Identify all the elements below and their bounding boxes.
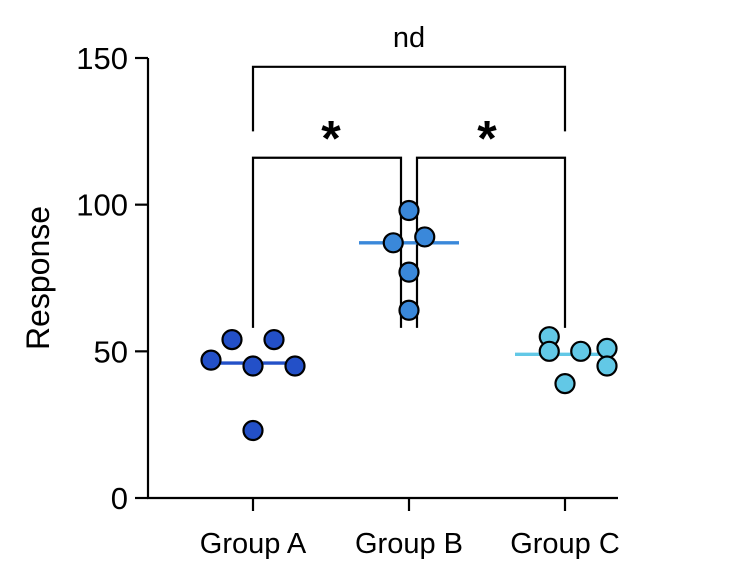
axes: 0 50 100 150 Group A Group B Group C xyxy=(76,41,620,560)
x-tick-label-group-c: Group C xyxy=(510,528,620,560)
data-point-group-a xyxy=(263,329,285,351)
y-tick-label: 0 xyxy=(111,481,128,516)
data-point-group-c xyxy=(554,373,576,395)
x-ticks: Group A Group B Group C xyxy=(200,498,620,560)
significance-label-group-b-vs-group-c: * xyxy=(477,111,497,167)
data-point-group-c xyxy=(596,355,618,377)
data-point-group-a xyxy=(200,349,222,371)
data-point-group-c xyxy=(538,340,560,362)
data-point-group-a xyxy=(221,329,243,351)
data-point-group-b xyxy=(398,261,420,283)
data-point-group-b xyxy=(398,299,420,321)
data-point-group-a xyxy=(242,355,264,377)
y-tick-label: 50 xyxy=(94,334,128,369)
y-axis-title: Response xyxy=(20,206,56,350)
significance-label-group-a-vs-group-b: * xyxy=(321,111,341,167)
bracket-group-a-vs-group-c xyxy=(251,65,567,132)
data-point-group-b xyxy=(382,232,404,254)
data-points xyxy=(200,199,618,442)
data-point-group-a xyxy=(242,419,264,442)
significance-brackets: * * nd xyxy=(251,22,567,328)
data-point-group-b xyxy=(398,199,420,222)
x-tick-label-group-a: Group A xyxy=(200,528,307,560)
data-point-group-c xyxy=(596,337,618,359)
data-point-group-a xyxy=(284,355,306,377)
significance-label-group-a-vs-group-c: nd xyxy=(393,22,425,54)
y-tick-label: 100 xyxy=(76,188,128,223)
y-ticks: 0 50 100 150 xyxy=(76,41,148,516)
y-tick-label: 150 xyxy=(76,41,128,76)
x-tick-label-group-b: Group B xyxy=(355,528,463,560)
data-point-group-c xyxy=(570,340,592,362)
data-point-group-b xyxy=(414,226,436,248)
